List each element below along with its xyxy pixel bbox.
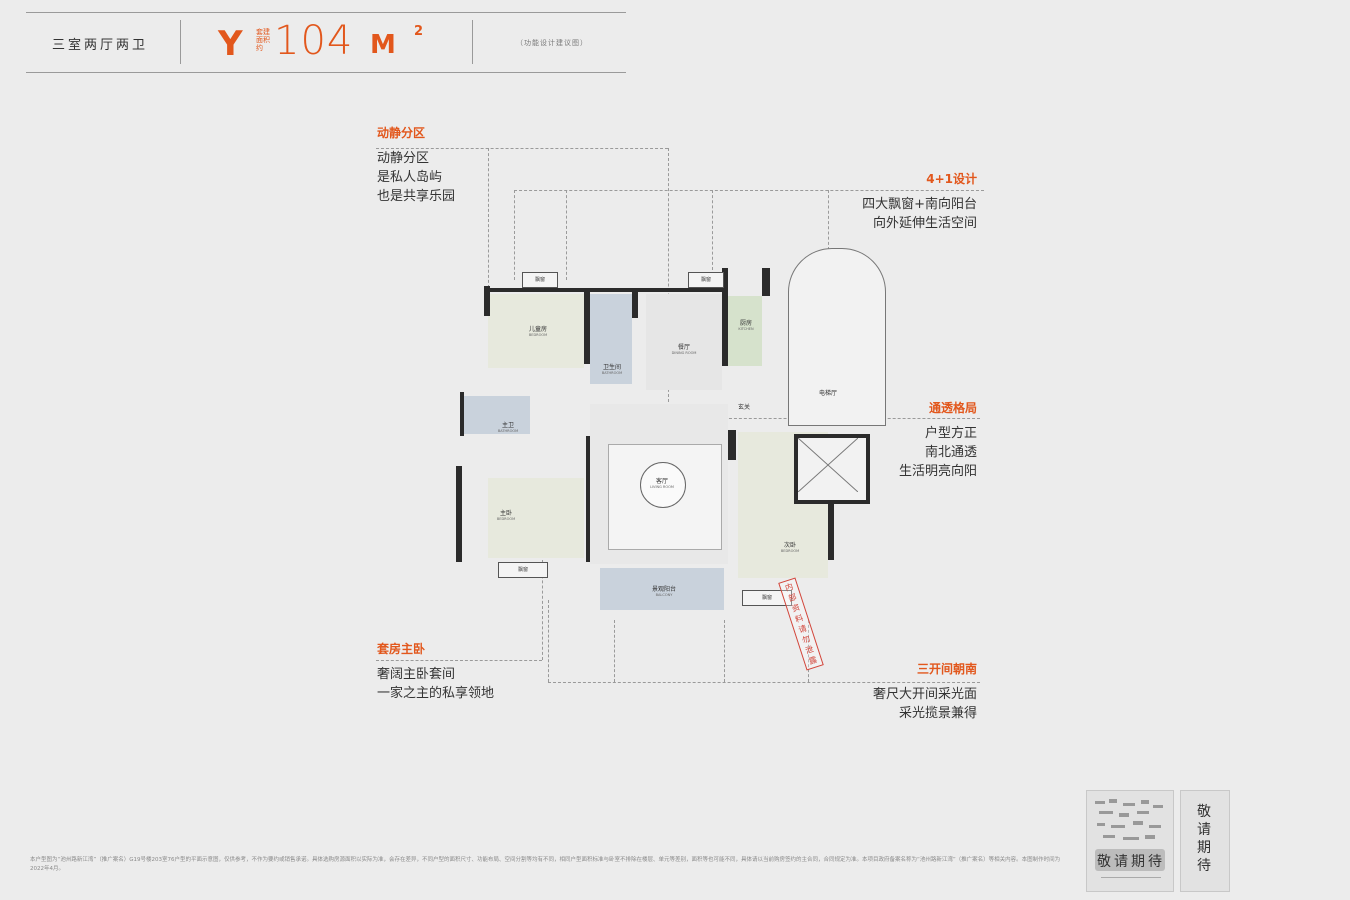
- model-area-value: 104: [274, 18, 354, 64]
- room-kitchen: [728, 296, 762, 366]
- bay-window: 飘窗: [688, 272, 724, 288]
- feature-south-bays: 三开间朝南 奢尺大开间采光面 采光揽景兼得: [780, 660, 977, 723]
- room-kids-bedroom: [488, 294, 584, 368]
- feature-line: 向外延伸生活空间: [872, 216, 977, 231]
- header-divider: [472, 20, 473, 64]
- feature-line: 生活明亮向阳: [898, 464, 977, 479]
- feature-title: 通透格局: [928, 401, 977, 415]
- wall: [722, 268, 728, 366]
- header-top-rule: [26, 12, 626, 13]
- guide-line: [548, 600, 549, 682]
- room-bathroom-2: [590, 294, 632, 384]
- model-area-unit-sup: 2: [414, 24, 424, 39]
- feature-line: 采光揽景兼得: [898, 706, 977, 721]
- feature-layout: 通透格局 户型方正 南北通透 生活明亮向阳: [800, 399, 977, 481]
- layout-type: 三室两厅两卫: [52, 38, 149, 53]
- bay-window: 飘窗: [522, 272, 558, 288]
- wall: [586, 436, 590, 562]
- feature-line: 奢尺大开间采光面: [872, 687, 977, 702]
- elevator-lobby: [788, 248, 886, 426]
- room-master-bedroom: [488, 478, 584, 558]
- feature-line: 户型方正: [924, 426, 977, 441]
- room-master-bath: [460, 396, 530, 434]
- guide-line: [828, 190, 829, 250]
- guide-line: [376, 660, 542, 661]
- elevator-cross-icon: [798, 438, 858, 492]
- coming-soon-text: 敬请期待: [1097, 854, 1165, 870]
- label-lift-lobby: 电梯厅: [818, 390, 837, 397]
- guide-line: [514, 190, 515, 280]
- model-area-unit: M: [370, 30, 396, 60]
- feature-title: 动静分区: [377, 126, 426, 140]
- feature-zoning: 动静分区 动静分区 是私人岛屿 也是共享乐园: [377, 124, 455, 206]
- feature-line: 南北通透: [924, 445, 977, 460]
- room-dining: [646, 294, 722, 390]
- disclaimer: 本户型图为“池州路新江湾”（推广案名）G19号楼203室76户型的平面示意图，仅…: [30, 857, 1061, 872]
- guide-line: [566, 190, 567, 280]
- wall: [584, 292, 590, 364]
- feature-title: 三开间朝南: [916, 662, 977, 676]
- guide-line: [514, 190, 984, 191]
- guide-line: [376, 148, 668, 149]
- feature-title: 4+1设计: [926, 172, 977, 186]
- feature-master-suite: 套房主卧 奢阔主卧套间 一家之主的私享领地: [377, 640, 494, 703]
- guide-line: [808, 620, 809, 682]
- guide-line: [724, 620, 725, 682]
- wall: [632, 292, 638, 318]
- feature-title: 套房主卧: [377, 642, 426, 656]
- feature-4plus1: 4+1设计 四大飘窗+南向阳台 向外延伸生活空间: [780, 170, 977, 233]
- bay-window: 飘窗: [498, 562, 548, 578]
- guide-line: [614, 620, 615, 682]
- header-note: （功能设计建议图）: [516, 39, 588, 47]
- wall: [490, 288, 586, 292]
- coming-soon-banner: [1095, 849, 1165, 871]
- header-divider: [180, 20, 181, 64]
- bay-window: 飘窗: [742, 590, 792, 606]
- wall: [484, 286, 490, 316]
- model-letter: Y: [218, 24, 243, 64]
- guide-line: [548, 682, 980, 683]
- map-sketch-icon: [1095, 799, 1163, 840]
- thumb-caption-line: [1101, 877, 1161, 878]
- room-balcony: [600, 568, 724, 610]
- feature-line: 是私人岛屿: [377, 170, 443, 185]
- wall: [456, 466, 462, 562]
- guide-line: [488, 148, 489, 288]
- label-entry: 玄关: [737, 404, 750, 411]
- guide-line: [668, 148, 669, 412]
- wall: [586, 288, 726, 292]
- location-thumbnail: 敬请期待: [1086, 790, 1174, 892]
- feature-line: 四大飘窗+南向阳台: [862, 197, 977, 212]
- model-area-title: Y 套建面积约 104 M 2: [218, 18, 438, 68]
- guide-line: [712, 190, 713, 270]
- wall: [762, 268, 770, 296]
- model-area-caption: 套建面积约: [256, 28, 270, 52]
- wall: [728, 430, 736, 460]
- living-table: [640, 462, 686, 508]
- header-bottom-rule: [26, 72, 626, 73]
- wall: [828, 500, 834, 560]
- feature-line: 奢阔主卧套间: [377, 667, 456, 682]
- guide-line: [542, 560, 543, 660]
- feature-line: 动静分区: [377, 151, 430, 166]
- wall: [460, 392, 464, 436]
- confidential-stamp: 内部资料 请勿泄露: [778, 577, 824, 671]
- feature-line: 也是共享乐园: [377, 189, 456, 204]
- coming-soon-thumbnail: 敬 请 期 待: [1180, 790, 1230, 892]
- feature-line: 一家之主的私享领地: [377, 686, 495, 701]
- coming-soon-vertical: 敬 请 期 待: [1197, 804, 1211, 874]
